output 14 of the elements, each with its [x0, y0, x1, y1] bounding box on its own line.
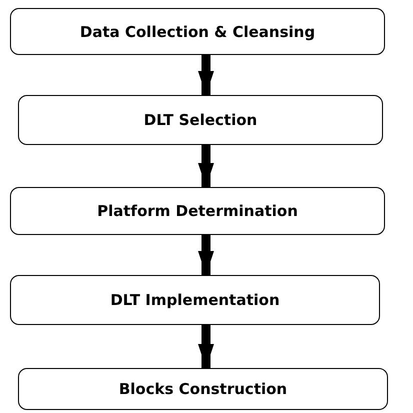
arrow [198, 145, 214, 187]
step-label: DLT Implementation [110, 291, 280, 309]
process-box [10, 8, 385, 55]
step-label: Data Collection & Cleansing [80, 22, 316, 40]
step-label: Platform Determination [97, 202, 298, 220]
arrow [198, 325, 214, 368]
process-box [10, 187, 385, 235]
step-label: DLT Selection [144, 111, 258, 129]
arrow [198, 55, 214, 95]
process-box [18, 95, 383, 145]
process-box [18, 368, 388, 410]
process-box [10, 275, 380, 325]
step-label: Blocks Construction [118, 380, 288, 398]
arrow [198, 235, 214, 275]
